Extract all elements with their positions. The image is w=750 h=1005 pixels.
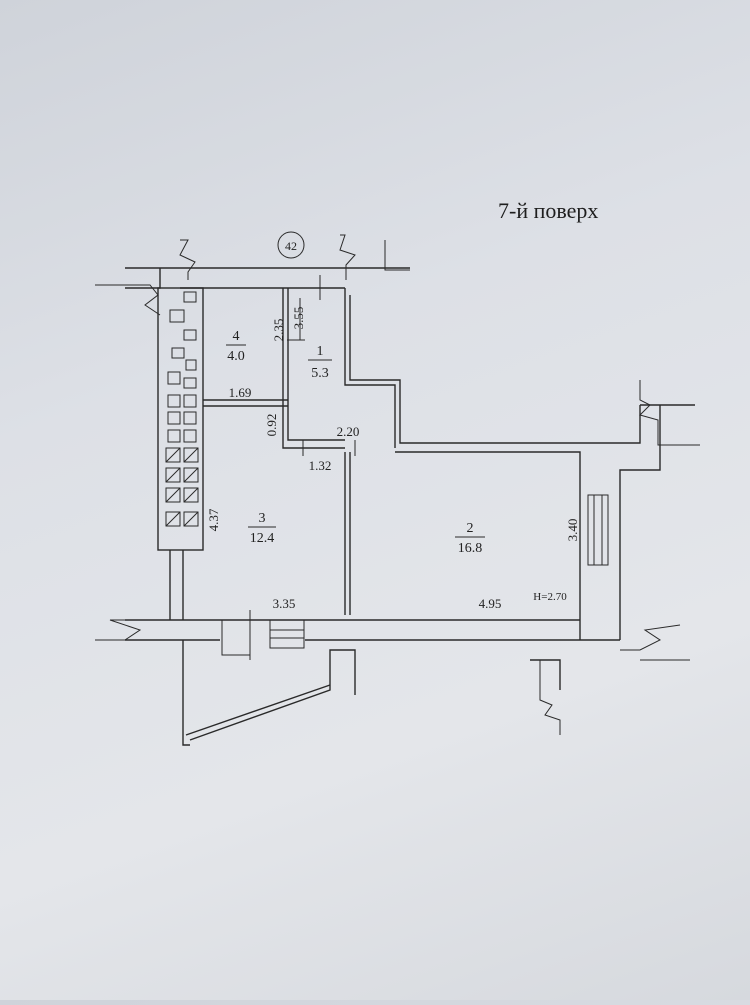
room-2-number: 2 <box>467 521 474 536</box>
room-1-area: 5.3 <box>311 366 329 381</box>
vent-shaft-cells <box>165 291 199 527</box>
dim-0-92: 0.92 <box>264 414 279 437</box>
height-note: H=2.70 <box>533 591 567 603</box>
floor-label: 7-й поверх <box>498 198 599 223</box>
room-4-area: 4.0 <box>227 349 245 364</box>
room-3-area: 12.4 <box>250 531 275 546</box>
dim-3-40: 3.40 <box>565 519 580 542</box>
dimension-lines <box>287 275 356 456</box>
dim-1-32: 1.32 <box>309 458 332 473</box>
room-3-number: 3 <box>259 511 266 526</box>
room-1-number: 1 <box>317 344 324 359</box>
dim-3-35: 3.35 <box>273 596 296 611</box>
axis-marker-circle <box>277 231 305 259</box>
walls <box>125 267 695 746</box>
dim-2-20: 2.20 <box>337 424 360 439</box>
room-2-area: 16.8 <box>458 541 483 556</box>
dim-1-69: 1.69 <box>229 385 252 400</box>
dim-4-95: 4.95 <box>479 596 502 611</box>
dim-3-55: 3.55 <box>291 307 306 330</box>
dim-4-37: 4.37 <box>206 508 221 531</box>
room-4-number: 4 <box>233 329 240 344</box>
break-lines <box>95 234 700 735</box>
dim-2-35: 2.35 <box>271 319 286 342</box>
axis-marker-label: 42 <box>285 239 297 253</box>
